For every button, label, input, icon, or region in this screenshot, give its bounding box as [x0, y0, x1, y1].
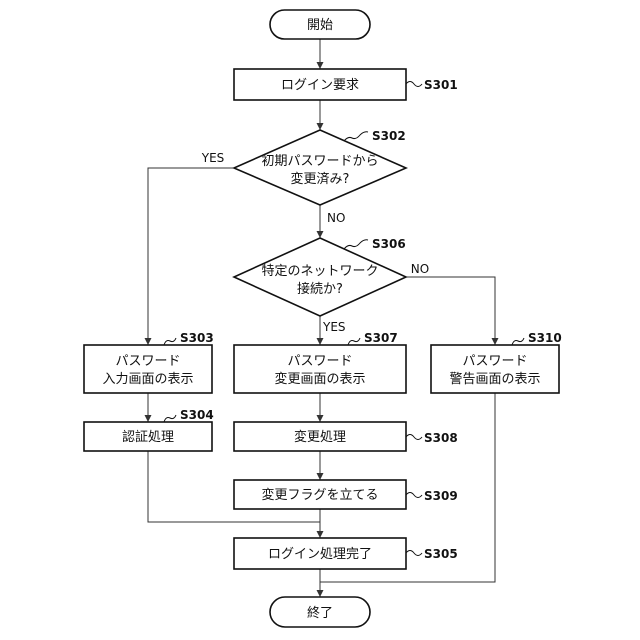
step-set-change-flag: 変更フラグを立てる	[234, 480, 406, 509]
password-change-display-line1: パスワード	[287, 354, 352, 369]
ref-s303: S303	[180, 331, 214, 345]
connectors	[148, 39, 495, 597]
ref-s302: S302	[372, 129, 406, 143]
ref-s307: S307	[364, 331, 398, 345]
leader-s309	[406, 493, 422, 498]
leader-s305	[406, 551, 422, 556]
step-login-complete: ログイン処理完了	[234, 538, 406, 569]
leader-s310	[512, 338, 524, 345]
leader-s307	[348, 338, 360, 345]
leader-s302	[344, 132, 368, 141]
leader-s303	[164, 338, 176, 345]
decision-initial-password-line1: 初期パスワードから	[261, 154, 378, 169]
start-terminal: 開始	[270, 10, 370, 39]
edge-decision2-no	[406, 277, 495, 345]
leader-s306	[344, 240, 368, 249]
edge-decision1-yes	[148, 168, 234, 345]
step-auth-process: 認証処理	[84, 422, 212, 451]
password-warning-display-line2: 警告画面の表示	[449, 371, 540, 387]
ref-s301: S301	[424, 78, 458, 92]
step-password-input-display: パスワード 入力画面の表示	[84, 345, 212, 393]
change-process-label: 変更処理	[294, 429, 346, 445]
step-login-request: ログイン要求	[234, 69, 406, 100]
ref-s305: S305	[424, 547, 458, 561]
set-change-flag-label: 変更フラグを立てる	[261, 487, 378, 503]
password-input-display-line2: 入力画面の表示	[102, 372, 193, 387]
ref-s309: S309	[424, 489, 458, 503]
ref-s310: S310	[528, 331, 562, 345]
yes-label-decision1: YES	[201, 151, 225, 165]
password-change-display-line2: 変更画面の表示	[274, 371, 365, 387]
password-warning-display-line1: パスワード	[462, 354, 527, 369]
decision-network-line2: 接続か?	[297, 281, 343, 297]
leader-s308	[406, 435, 422, 440]
ref-s304: S304	[180, 408, 214, 422]
no-label-decision1: NO	[327, 211, 345, 225]
leader-s301	[406, 82, 422, 87]
auth-process-label: 認証処理	[122, 429, 174, 445]
password-input-display-line1: パスワード	[115, 354, 180, 369]
yes-label-decision2: YES	[322, 320, 346, 334]
leader-s304	[164, 415, 176, 422]
ref-s306: S306	[372, 237, 406, 251]
decision-network-line1: 特定のネットワーク	[261, 264, 378, 279]
login-request-label: ログイン要求	[281, 78, 359, 93]
step-password-change-display: パスワード 変更画面の表示	[234, 345, 406, 393]
ref-s308: S308	[424, 431, 458, 445]
step-password-warning-display: パスワード 警告画面の表示	[431, 345, 559, 393]
end-label: 終了	[307, 605, 333, 621]
login-complete-label: ログイン処理完了	[268, 547, 372, 562]
step-change-process: 変更処理	[234, 422, 406, 451]
end-terminal: 終了	[270, 597, 370, 627]
decision-initial-password-line2: 変更済み?	[291, 171, 350, 187]
no-label-decision2: NO	[411, 262, 429, 276]
start-label: 開始	[307, 18, 333, 33]
